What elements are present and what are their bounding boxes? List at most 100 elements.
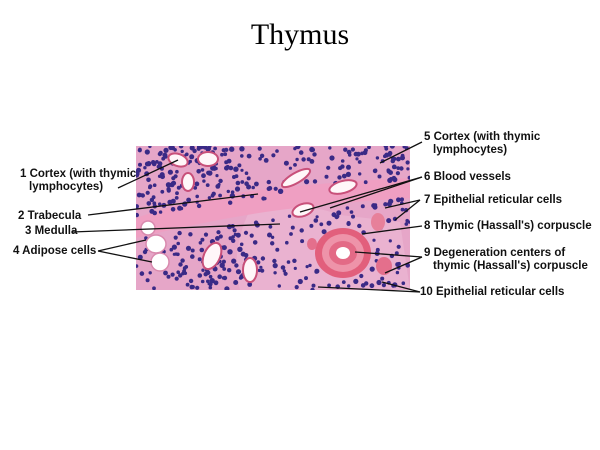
lymphocyte-dot [319, 222, 324, 227]
lymphocyte-dot [301, 157, 306, 162]
lymphocyte-dot [199, 247, 205, 253]
lymphocyte-dot [201, 268, 205, 272]
lymphocyte-dot [190, 248, 195, 253]
lymphocyte-dot [218, 193, 223, 198]
lymphocyte-dot [170, 207, 176, 212]
lymphocyte-dot [272, 258, 277, 264]
lymphocyte-dot [158, 202, 162, 206]
lymphocyte-dot [359, 273, 364, 279]
lymphocyte-dot [290, 225, 295, 230]
lymphocyte-dot [327, 283, 331, 288]
lymphocyte-dot [144, 149, 150, 155]
leader-lines [71, 141, 423, 293]
lymphocyte-dot [331, 212, 337, 218]
lymphocyte-dot [190, 254, 195, 259]
lymphocyte-dot [271, 153, 276, 158]
lymphocyte-dot [277, 284, 281, 288]
lymphocyte-dot [275, 149, 279, 153]
lymphocyte-dot [384, 152, 390, 158]
lymphocyte-dot [217, 274, 222, 280]
lymphocyte-dot [185, 245, 192, 251]
lymphocyte-dot [174, 252, 178, 256]
lymphocyte-dot [215, 184, 221, 189]
lymphocyte-dot [275, 247, 280, 252]
lymphocyte-dot [228, 165, 234, 171]
label-epithelial-reticular-cells-7: 7 Epithelial reticular cells [424, 194, 563, 206]
lymphocyte-dot [239, 146, 245, 152]
lymphocyte-dot [395, 270, 400, 275]
lymphocyte-dot [372, 168, 378, 174]
lymphocyte-dot [360, 283, 366, 288]
lymphocyte-dot [173, 174, 178, 179]
lymphocyte-dot [198, 241, 203, 245]
lymphocyte-dot [392, 216, 398, 222]
lymphocyte-dot [373, 203, 378, 207]
lymphocyte-dot [211, 191, 216, 196]
label-adipose-cells: 4 Adipose cells [13, 245, 97, 257]
lymphocyte-dot [163, 147, 169, 153]
lymphocyte-dot [349, 210, 354, 214]
lymphocyte-dot [146, 201, 152, 206]
lymphocyte-dot [180, 258, 185, 263]
lymphocyte-dot [309, 223, 314, 228]
lymphocyte-dot [176, 270, 180, 275]
lymphocyte-dot [224, 147, 229, 152]
lymphocyte-dot [202, 146, 208, 150]
label-degeneration-centers-line2: thymic (Hassall's) corpuscle [433, 260, 588, 272]
lymphocyte-dot [405, 218, 410, 223]
lymphocyte-dot [253, 220, 259, 225]
label-hassalls-corpuscle: 8 Thymic (Hassall's) corpuscle [424, 220, 592, 232]
lymphocyte-dot [136, 169, 139, 175]
lymphocyte-dot [175, 169, 179, 174]
lymphocyte-dot [396, 197, 401, 203]
lymphocyte-dot [231, 238, 236, 243]
lymphocyte-dot [235, 232, 241, 238]
lymphocyte-dot [267, 232, 272, 238]
lymphocyte-dot [337, 175, 342, 180]
lymphocyte-dot [240, 180, 245, 184]
lymphocyte-dot [367, 146, 371, 150]
lymphocyte-dot [227, 249, 233, 255]
lymphocyte-dot [394, 251, 399, 256]
lymphocyte-dot [300, 239, 305, 244]
lymphocyte-dot [196, 146, 201, 151]
lymphocyte-dot [407, 175, 410, 180]
lymphocyte-dot [341, 173, 347, 179]
lymphocyte-dot [173, 148, 177, 152]
lymphocyte-dot [391, 175, 397, 181]
lymphocyte-dot [182, 266, 187, 271]
lymphocyte-dot [239, 242, 244, 247]
lymphocyte-dot [298, 150, 304, 155]
lymphocyte-dot [305, 265, 309, 269]
lymphocyte-dot [197, 257, 202, 262]
lymphocyte-dot [335, 214, 340, 219]
lymphocyte-dot [268, 224, 273, 229]
lymphocyte-dot [360, 151, 364, 156]
lymphocyte-dot [222, 267, 227, 271]
lymphocyte-dot [136, 264, 139, 268]
lymphocyte-dot [215, 236, 220, 241]
lymphocyte-dot [203, 232, 209, 237]
lymphocyte-dot [249, 233, 254, 238]
label-cortex-left: 1 Cortex (with thymic lymphocytes) [20, 168, 136, 194]
lymphocyte-dot [405, 160, 410, 165]
lymphocyte-dot [389, 146, 395, 149]
lymphocyte-dot [396, 156, 401, 162]
lymphocyte-dot [358, 172, 362, 176]
lymphocyte-dot [148, 185, 152, 190]
lymphocyte-dot [283, 160, 289, 166]
lymphocyte-dot [304, 276, 308, 281]
lymphocyte-dot [168, 146, 174, 151]
lymphocyte-dot [149, 208, 155, 214]
lymphocyte-dot [295, 157, 299, 162]
lymphocyte-dot [136, 204, 139, 209]
lymphocyte-dot [208, 274, 213, 279]
lymphocyte-dot [404, 222, 409, 226]
lymphocyte-dot [306, 157, 311, 162]
lymphocyte-dot [292, 258, 297, 263]
lymphocyte-dot [136, 212, 139, 218]
lymphocyte-dot [219, 262, 225, 268]
lymphocyte-dot [260, 268, 265, 273]
lymphocyte-dot [251, 185, 255, 190]
lymphocyte-dot [171, 244, 177, 250]
